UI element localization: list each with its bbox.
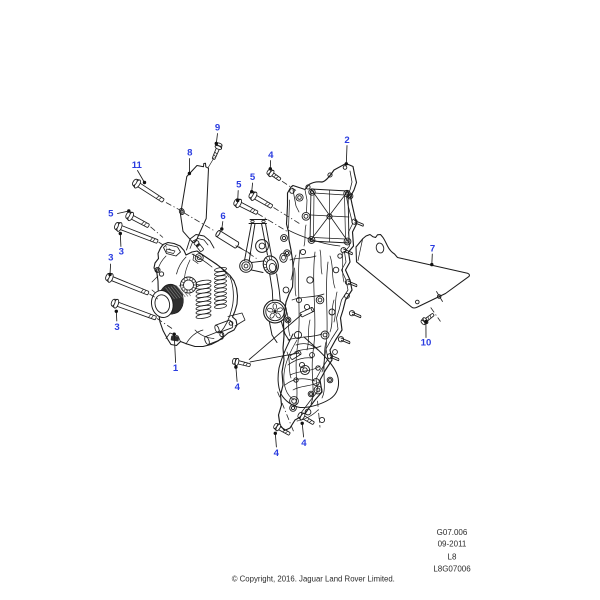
svg-text:5: 5 xyxy=(108,209,114,220)
svg-text:3: 3 xyxy=(119,247,124,258)
svg-text:3: 3 xyxy=(114,322,119,333)
svg-text:9: 9 xyxy=(215,123,220,134)
svg-text:4: 4 xyxy=(268,150,274,161)
svg-text:5: 5 xyxy=(250,172,256,183)
svg-text:8: 8 xyxy=(187,148,193,159)
svg-text:11: 11 xyxy=(132,160,143,171)
svg-text:7: 7 xyxy=(430,244,435,255)
svg-text:10: 10 xyxy=(421,338,432,349)
svg-text:4: 4 xyxy=(274,448,280,459)
svg-text:3: 3 xyxy=(108,253,113,264)
svg-text:1: 1 xyxy=(173,363,179,374)
svg-text:5: 5 xyxy=(236,179,242,190)
svg-text:4: 4 xyxy=(301,438,307,449)
svg-text:6: 6 xyxy=(220,211,225,222)
svg-text:2: 2 xyxy=(344,135,349,146)
svg-text:© Copyright, 2016. Jaguar Land: © Copyright, 2016. Jaguar Land Rover Lim… xyxy=(232,575,395,584)
svg-text:4: 4 xyxy=(235,382,241,393)
